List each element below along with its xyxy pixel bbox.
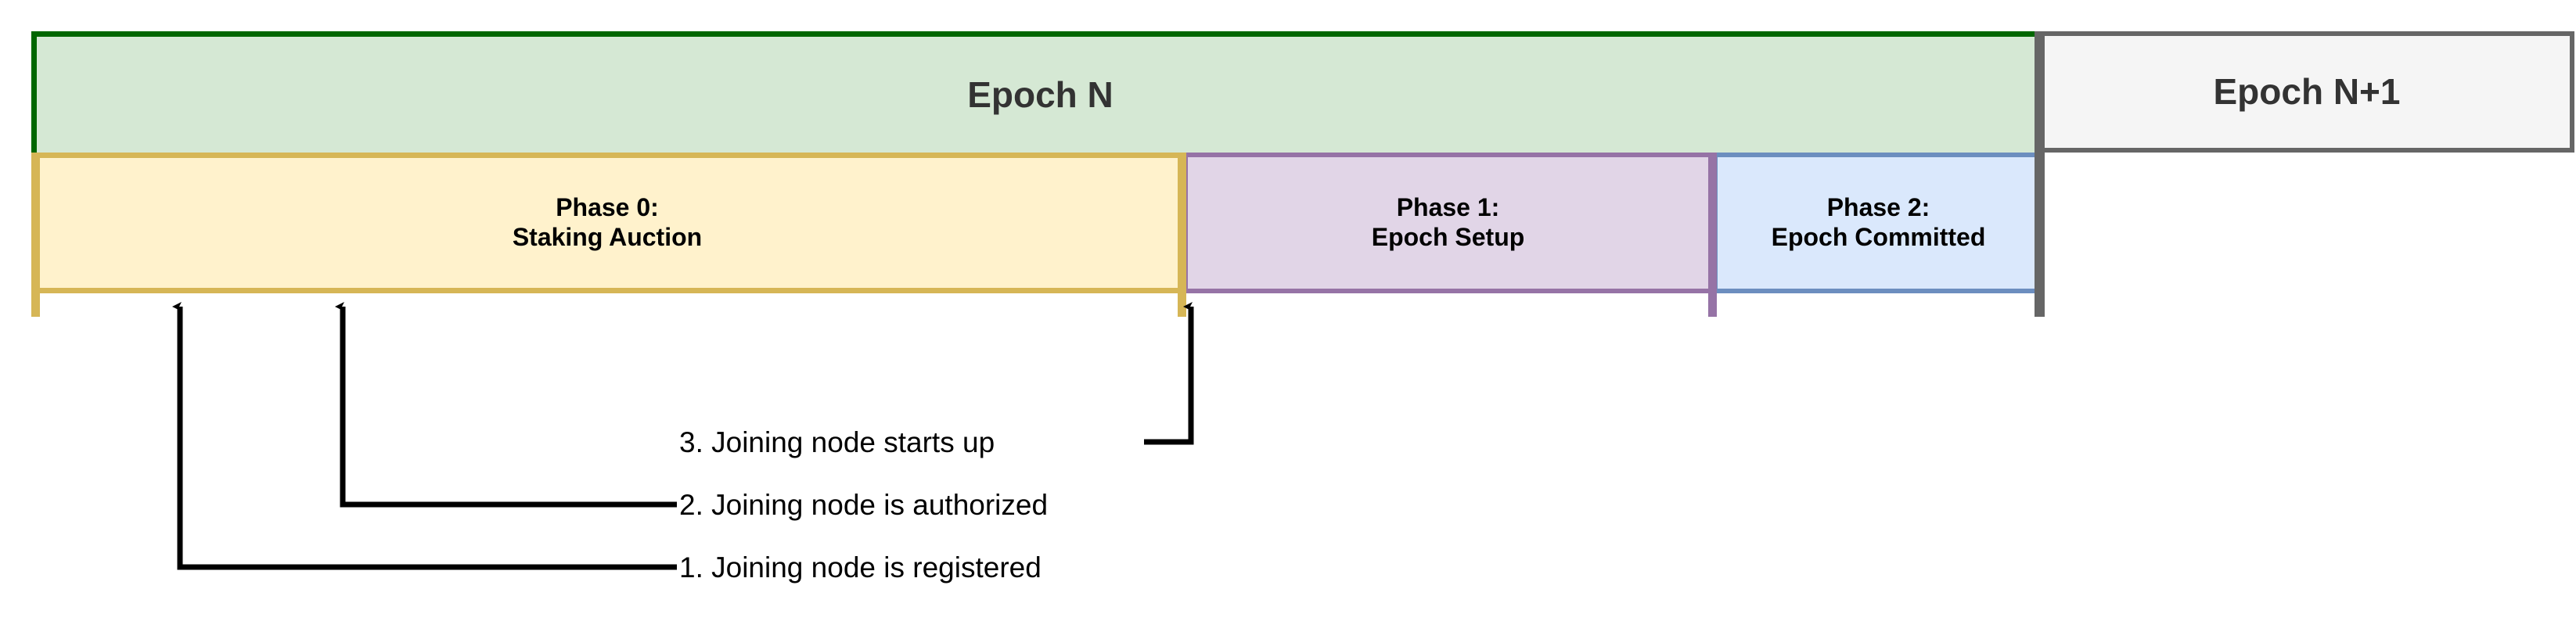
phase-0-name: Staking Auction xyxy=(512,223,703,251)
phase-1-name: Epoch Setup xyxy=(1371,223,1525,251)
phase-2-title: Phase 2: xyxy=(1826,193,1930,222)
phase-0-label-group: Phase 0: Staking Auction xyxy=(513,193,702,253)
phase-1-title: Phase 1: xyxy=(1396,193,1500,222)
phase-0-box: Phase 0: Staking Auction xyxy=(31,153,1183,293)
epoch-n-plus-1-box: Epoch N+1 xyxy=(2044,31,2574,153)
phase-1-end-tick xyxy=(1708,153,1717,317)
epoch-start-tick xyxy=(31,153,40,317)
epoch-boundary-divider xyxy=(2035,31,2045,317)
epoch-n-plus-1-label: Epoch N+1 xyxy=(2213,71,2401,113)
phase-1-box: Phase 1: Epoch Setup xyxy=(1183,153,1713,293)
phase-0-end-tick xyxy=(1178,153,1186,317)
leader-line-3 xyxy=(1144,302,1194,445)
leader-line-1 xyxy=(172,302,677,570)
leader-line-2 xyxy=(335,302,677,508)
phase-0-title: Phase 0: xyxy=(556,193,659,222)
phase-2-box: Phase 2: Epoch Committed xyxy=(1713,153,2044,293)
epoch-n-box: Epoch N xyxy=(31,31,2044,153)
phase-1-label-group: Phase 1: Epoch Setup xyxy=(1372,193,1525,253)
annotation-2: 2. Joining node is authorized xyxy=(679,489,1049,521)
annotation-1: 1. Joining node is registered xyxy=(679,551,1042,584)
annotation-3: 3. Joining node starts up xyxy=(679,426,995,458)
phase-2-name: Epoch Committed xyxy=(1771,223,1986,251)
phase-2-label-group: Phase 2: Epoch Committed xyxy=(1772,193,1986,253)
epoch-n-label: Epoch N xyxy=(967,74,1114,115)
